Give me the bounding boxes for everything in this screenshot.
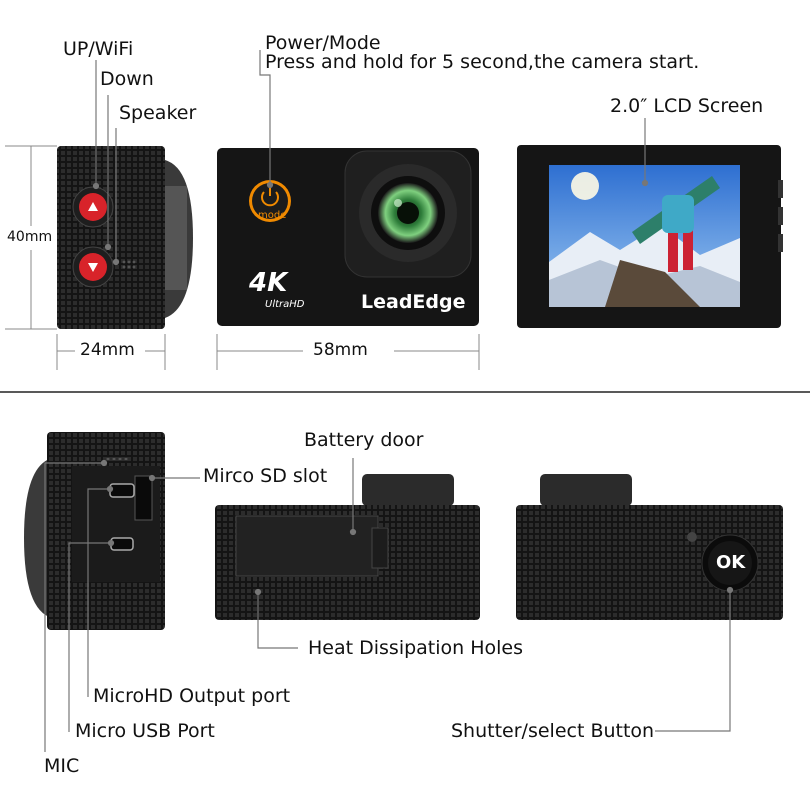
- down-label: Down: [100, 68, 154, 90]
- brand-logo: LeadEdge: [361, 291, 466, 313]
- lcd-screen: [549, 165, 740, 307]
- bottom-callout-lines: [44, 458, 734, 752]
- power-mode-button: [249, 180, 291, 222]
- up-wifi-label: UP/WiFi: [63, 38, 134, 60]
- badge-ultrahd: UltraHD: [265, 299, 305, 310]
- power-mode-description: Press and hold for 5 second,the camera s…: [265, 51, 700, 73]
- down-button: [72, 246, 114, 288]
- sd-slot-label: Mirco SD slot: [203, 465, 328, 487]
- ok-button: [701, 534, 759, 592]
- battery-door-label: Battery door: [304, 429, 424, 451]
- hdmi-port: [109, 483, 135, 498]
- height-dimension: 40mm: [7, 229, 53, 245]
- battery-door: [235, 515, 389, 577]
- heat-holes-label: Heat Dissipation Holes: [308, 637, 524, 659]
- usb-port-label: Micro USB Port: [75, 720, 215, 742]
- mode-text: mode: [258, 210, 287, 221]
- top-callout-lines: [92, 50, 649, 266]
- side-view-camera: [57, 146, 193, 329]
- lcd-screen-label: 2.0″ LCD Screen: [610, 95, 764, 117]
- speaker-label: Speaker: [119, 102, 197, 124]
- shutter-side-camera: [516, 474, 783, 620]
- ok-label: OK: [716, 552, 746, 573]
- width-dimension: 58mm: [313, 340, 368, 360]
- usb-port: [110, 537, 134, 551]
- power-mode-title: Power/Mode: [265, 32, 381, 54]
- badge-4k: 4K: [249, 268, 288, 298]
- speaker-holes: [122, 260, 136, 269]
- dimension-lines: [5, 145, 480, 370]
- hdmi-port-label: MicroHD Output port: [93, 685, 291, 707]
- up-wifi-button: [72, 186, 114, 228]
- mic-label: MIC: [44, 755, 80, 777]
- depth-dimension: 24mm: [80, 340, 135, 360]
- shutter-button-label: Shutter/select Button: [451, 720, 655, 742]
- mic-holes: [106, 457, 128, 461]
